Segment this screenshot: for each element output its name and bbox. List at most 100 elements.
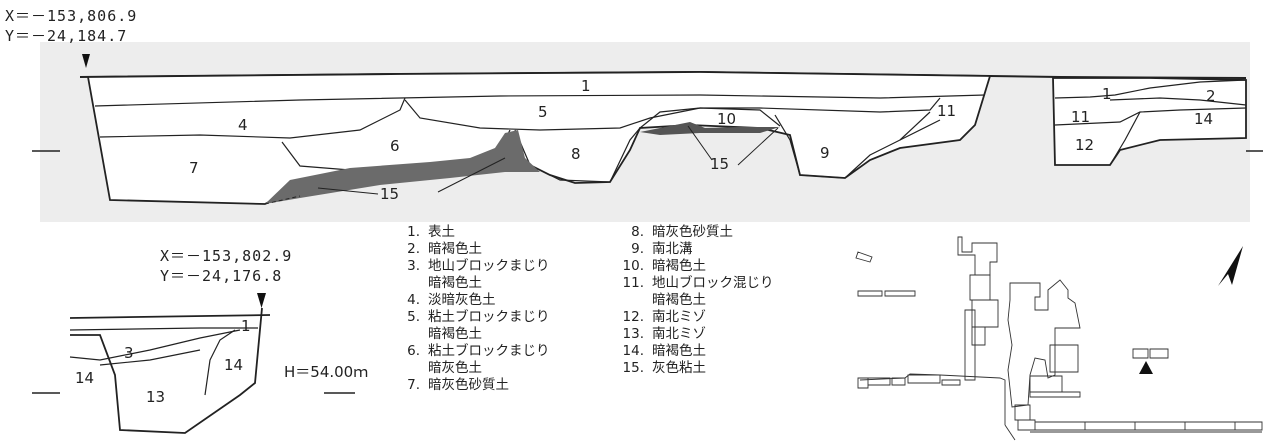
legend-num: 2. [407, 241, 420, 257]
right-layer-12-boundary [1109, 111, 1141, 166]
section-start-marker [82, 54, 90, 68]
legend-num: 10. [622, 258, 644, 274]
legend-text: 暗灰色砂質土 [428, 377, 509, 393]
legend-item-1: 1.表土 [398, 224, 550, 241]
legend-item-3: 3.地山ブロックまじり暗褐色土 [398, 258, 550, 292]
legend-num: 14. [622, 343, 644, 359]
small-ground-line [69, 314, 271, 319]
legend-text: 粘土ブロックまじり [428, 309, 550, 325]
layer-label-8: 8 [571, 145, 581, 163]
main-coord-x: X＝－153,806.9 [5, 7, 138, 25]
map-target-building [1132, 348, 1169, 359]
legend-text: 淡暗灰色土 [428, 292, 496, 308]
legend-item-13: 13.南北ミゾ [622, 326, 774, 343]
leader-line-15-left [317, 157, 506, 195]
legend-text: 暗褐色土 [652, 258, 706, 274]
layer-11-boundary [899, 111, 931, 141]
map-building-4 [969, 274, 999, 346]
legend-item-2: 2. 暗褐色土 [398, 241, 550, 258]
small-layer-13-top [99, 349, 201, 366]
layer-1-boundary [94, 94, 986, 107]
map-road-line [859, 373, 1006, 425]
layer-label-7: 7 [189, 159, 199, 177]
small-layer-14-boundary [204, 329, 236, 396]
small-layer-1-boundary [69, 327, 258, 331]
right-layer-label-2: 2 [1206, 87, 1216, 105]
map-building-2 [855, 251, 873, 263]
legend-num: 9. [631, 241, 644, 257]
legend-num: 13. [622, 326, 644, 342]
layer-label-5: 5 [538, 103, 548, 121]
legend-item-14: 14. 暗褐色土 [622, 343, 774, 360]
layer-label-9: 9 [820, 144, 830, 162]
layer-label-15-right: 15 [710, 155, 730, 173]
layer-15-clay-left [265, 130, 540, 204]
legend-item-10: 10. 暗褐色土 [622, 258, 774, 275]
layer-label-6: 6 [390, 137, 400, 155]
map-building-8 [857, 374, 961, 389]
right-layer-2-boundary [1109, 97, 1247, 106]
layer-10-boundary [639, 107, 781, 129]
legend-item-9: 9.南北溝 [622, 241, 774, 258]
legend-item-7: 7. 暗灰色砂質土 [398, 377, 550, 394]
legend-num: 3. [407, 258, 420, 274]
small-coord-y: Y＝－24,176.8 [160, 267, 283, 285]
legend-item-5: 5.粘土ブロックまじり暗褐色土 [398, 309, 550, 343]
layer-15-clay-middle [640, 122, 780, 135]
legend-num: 4. [407, 292, 420, 308]
small-layer-label-14-right: 14 [224, 356, 244, 374]
map-building-7 [1029, 375, 1081, 398]
layer-4-boundary [99, 97, 406, 139]
legend-num: 6. [407, 343, 420, 359]
layer-15-dashed-line [264, 195, 301, 205]
location-map [855, 236, 1263, 441]
legend-text-cont: 暗褐色土 [428, 326, 482, 342]
layer-5-boundary [404, 97, 941, 131]
legend-column-left: 1.表土 2. 暗褐色土 3. 地山ブロックまじり暗褐色土 4. 淡暗灰色土 5.粘土… [398, 224, 550, 394]
small-layer-3-boundary [69, 329, 241, 361]
layer-label-10: 10 [717, 110, 737, 128]
small-layer-label-14-left: 14 [75, 369, 95, 387]
map-building-1 [957, 236, 998, 276]
legend-text: 南北ミゾ [652, 309, 706, 325]
right-layer-label-12: 12 [1075, 136, 1095, 154]
map-southern-block [1014, 404, 1263, 431]
map-location-marker [1139, 361, 1153, 374]
legend-text: 地山ブロック混じり [652, 275, 774, 291]
leader-line-15-right [687, 125, 779, 166]
small-section [69, 293, 271, 434]
legend-text: 暗褐色土 [652, 343, 706, 359]
legend-num: 7. [407, 377, 420, 393]
map-building-9 [964, 309, 976, 381]
map-bottom-line [1004, 424, 1262, 441]
legend-text: 灰色粘土 [652, 360, 706, 376]
small-section-marker [257, 293, 266, 308]
legend-text: 地山ブロックまじり [428, 258, 550, 274]
right-layer-label-1: 1 [1102, 85, 1112, 103]
legend-item-6: 6.粘土ブロックまじり暗灰色土 [398, 343, 550, 377]
right-layer-label-14: 14 [1194, 110, 1214, 128]
legend-num: 8. [631, 224, 644, 240]
layer-label-11: 11 [937, 102, 957, 120]
right-layer-1-boundary [1054, 79, 1247, 99]
layer-8-boundary [514, 127, 641, 183]
legend-item-4: 4. 淡暗灰色土 [398, 292, 550, 309]
legend-text: 粘土ブロックまじり [428, 343, 550, 359]
right-layer-label-11: 11 [1071, 108, 1091, 126]
legend-text: 表土 [428, 224, 455, 240]
legend-num: 11. [622, 275, 644, 291]
map-building-3 [857, 290, 916, 297]
right-section [1052, 77, 1247, 166]
layer-label-1: 1 [581, 77, 591, 95]
legend-item-8: 8.暗灰色砂質土 [622, 224, 774, 241]
map-building-5 [1007, 279, 1081, 408]
legend-text: 暗褐色土 [428, 241, 482, 257]
north-arrow-icon [1218, 246, 1243, 286]
legend-item-12: 12.南北ミゾ [622, 309, 774, 326]
small-coord-x: X＝－153,802.9 [160, 247, 293, 265]
elevation-label: H＝54.00ｍ [284, 363, 369, 381]
legend-column-right: 8.暗灰色砂質土 9.南北溝 10.暗褐色土 11.地山ブロック混じり暗褐色土 … [622, 224, 774, 377]
small-layer-label-13: 13 [146, 388, 166, 406]
